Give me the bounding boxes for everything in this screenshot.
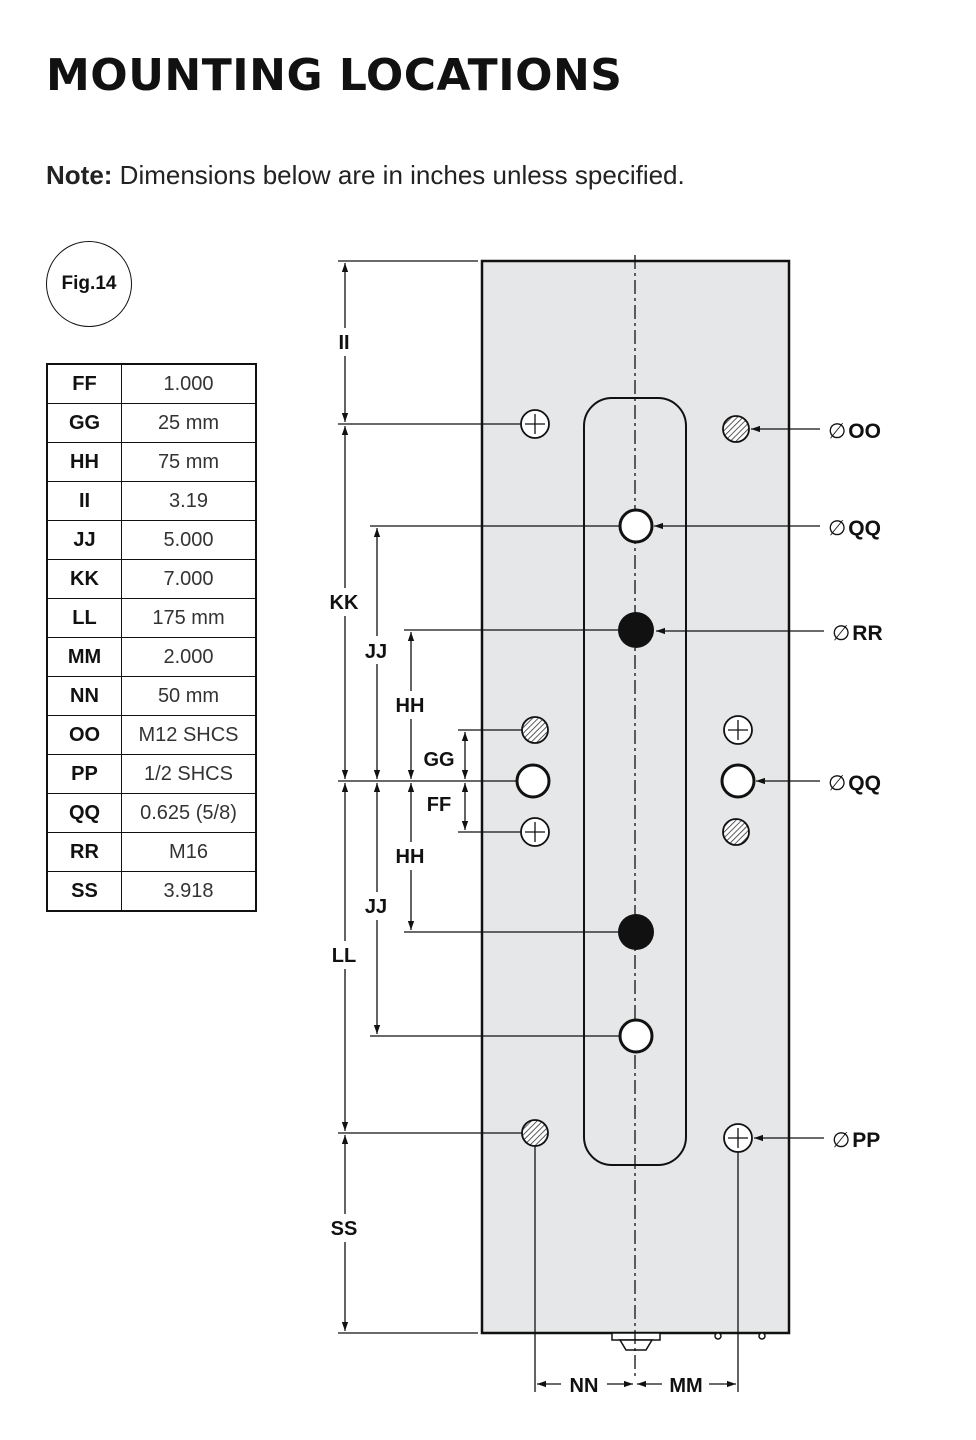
dim-label-hh-lower: HH bbox=[396, 846, 425, 868]
dim-value: 7.000 bbox=[121, 559, 257, 599]
dim-key: SS bbox=[46, 871, 122, 912]
dim-label-ff: FF bbox=[427, 794, 451, 816]
hole-open bbox=[618, 1018, 654, 1054]
hole-open bbox=[618, 508, 654, 544]
dim-label-ii: II bbox=[338, 332, 349, 354]
dim-key: QQ bbox=[46, 793, 122, 833]
dim-key: OO bbox=[46, 715, 122, 755]
callout-oo: ∅OO bbox=[828, 420, 881, 443]
dim-label-ll: LL bbox=[332, 945, 356, 967]
dimension-lines bbox=[341, 263, 736, 1388]
dim-value: 25 mm bbox=[121, 403, 257, 443]
dim-value: 75 mm bbox=[121, 442, 257, 482]
dim-value: 1/2 SHCS bbox=[121, 754, 257, 794]
dim-value: 0.625 (5/8) bbox=[121, 793, 257, 833]
figure-badge: Fig.14 bbox=[46, 241, 132, 327]
callout-pp: ∅PP bbox=[832, 1129, 880, 1152]
hole-crosshair bbox=[723, 715, 753, 745]
dim-value: 5.000 bbox=[121, 520, 257, 560]
dim-value: 175 mm bbox=[121, 598, 257, 638]
dim-label-kk: KK bbox=[330, 592, 359, 614]
hole-crosshair bbox=[723, 1123, 753, 1153]
extension-lines bbox=[338, 260, 739, 1392]
dim-label-hh-upper: HH bbox=[396, 695, 425, 717]
bottom-connector bbox=[611, 1332, 766, 1351]
callout-leaders bbox=[654, 425, 824, 1142]
units-note: Note: Dimensions below are in inches unl… bbox=[46, 160, 685, 191]
hole-open bbox=[720, 763, 756, 799]
diameter-icon: ∅ bbox=[828, 517, 846, 540]
callout-qq-upper-label: QQ bbox=[848, 517, 881, 540]
hole-solid bbox=[618, 612, 654, 648]
dim-label-jj-lower: JJ bbox=[365, 896, 387, 918]
hole-solid bbox=[618, 914, 654, 950]
hole-hatched bbox=[521, 1119, 549, 1147]
figure-label: Fig.14 bbox=[61, 273, 117, 294]
diameter-icon: ∅ bbox=[828, 420, 846, 443]
page-title: MOUNTING LOCATIONS bbox=[46, 50, 623, 101]
callout-qq-upper: ∅QQ bbox=[828, 517, 881, 540]
dim-label-jj-upper: JJ bbox=[365, 641, 387, 663]
dim-label-nn: NN bbox=[570, 1375, 599, 1397]
callout-qq-lower-label: QQ bbox=[848, 772, 881, 795]
note-text: Dimensions below are in inches unless sp… bbox=[119, 160, 685, 190]
diameter-icon: ∅ bbox=[832, 1129, 850, 1152]
hole-hatched bbox=[722, 818, 750, 846]
diameter-icon: ∅ bbox=[832, 622, 850, 645]
dim-value: 50 mm bbox=[121, 676, 257, 716]
dim-label-mm: MM bbox=[669, 1375, 702, 1397]
dim-value: 3.918 bbox=[121, 871, 257, 912]
dim-key: JJ bbox=[46, 520, 122, 560]
dim-key: II bbox=[46, 481, 122, 521]
dim-label-gg: GG bbox=[423, 749, 454, 771]
hole-hatched bbox=[722, 415, 750, 443]
dim-key: LL bbox=[46, 598, 122, 638]
dim-value: M16 bbox=[121, 832, 257, 872]
hole-open bbox=[515, 763, 551, 799]
callout-qq-lower: ∅QQ bbox=[828, 772, 881, 795]
hole-hatched bbox=[521, 716, 549, 744]
note-prefix: Note: bbox=[46, 160, 113, 190]
callout-rr-label: RR bbox=[852, 622, 882, 645]
dim-key: RR bbox=[46, 832, 122, 872]
dim-value: 3.19 bbox=[121, 481, 257, 521]
diameter-icon: ∅ bbox=[828, 772, 846, 795]
hole-crosshair bbox=[520, 817, 550, 847]
hole-crosshair bbox=[520, 409, 550, 439]
dim-key: MM bbox=[46, 637, 122, 677]
callout-oo-label: OO bbox=[848, 420, 881, 443]
dim-label-ss: SS bbox=[331, 1218, 358, 1240]
callout-pp-label: PP bbox=[852, 1129, 880, 1152]
callout-rr: ∅RR bbox=[832, 622, 883, 645]
